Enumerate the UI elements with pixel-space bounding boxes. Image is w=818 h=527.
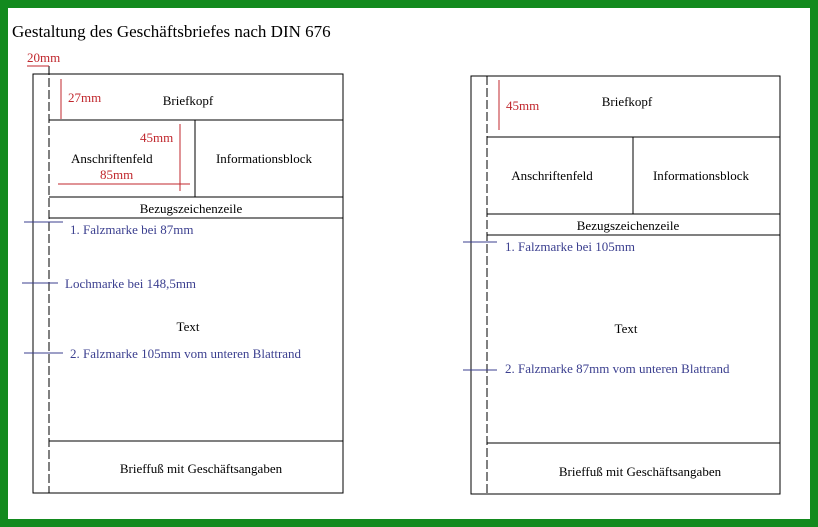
left-margin-label: 20mm	[27, 50, 60, 65]
right-top-label: 45mm	[506, 98, 539, 113]
left-briefkopf: Briefkopf	[163, 93, 214, 108]
page-title: Gestaltung des Geschäftsbriefes nach DIN…	[12, 22, 331, 41]
left-letter-diagram: 20mm 27mm Briefkopf 45mm Anschriftenfeld…	[22, 50, 344, 494]
right-informationsblock: Informationsblock	[653, 168, 750, 183]
right-text: Text	[615, 321, 638, 336]
left-fold2-label: 2. Falzmarke 105mm vom unteren Blattrand	[70, 346, 302, 361]
left-address-height-label: 45mm	[140, 130, 173, 145]
left-informationsblock: Informationsblock	[216, 151, 313, 166]
right-page-outline	[470, 75, 781, 495]
right-fold2-label: 2. Falzmarke 87mm vom unteren Blattrand	[505, 361, 730, 376]
left-footer: Brieffuß mit Geschäftsangaben	[120, 461, 283, 476]
left-top-label: 27mm	[68, 90, 101, 105]
right-fold1-label: 1. Falzmarke bei 105mm	[505, 239, 635, 254]
left-punch-label: Lochmarke bei 148,5mm	[65, 276, 196, 291]
left-anschriftenfeld: Anschriftenfeld	[71, 151, 153, 166]
left-bezugszeichenzeile: Bezugszeichenzeile	[140, 201, 243, 216]
left-address-width-label: 85mm	[100, 167, 133, 182]
right-letter-diagram: 45mm Briefkopf Anschriftenfeld Informati…	[463, 75, 781, 495]
left-fold1-label: 1. Falzmarke bei 87mm	[70, 222, 193, 237]
right-anschriftenfeld: Anschriftenfeld	[511, 168, 593, 183]
left-text: Text	[177, 319, 200, 334]
right-briefkopf: Briefkopf	[602, 94, 653, 109]
right-bezugszeichenzeile: Bezugszeichenzeile	[577, 218, 680, 233]
right-footer: Brieffuß mit Geschäftsangaben	[559, 464, 722, 479]
